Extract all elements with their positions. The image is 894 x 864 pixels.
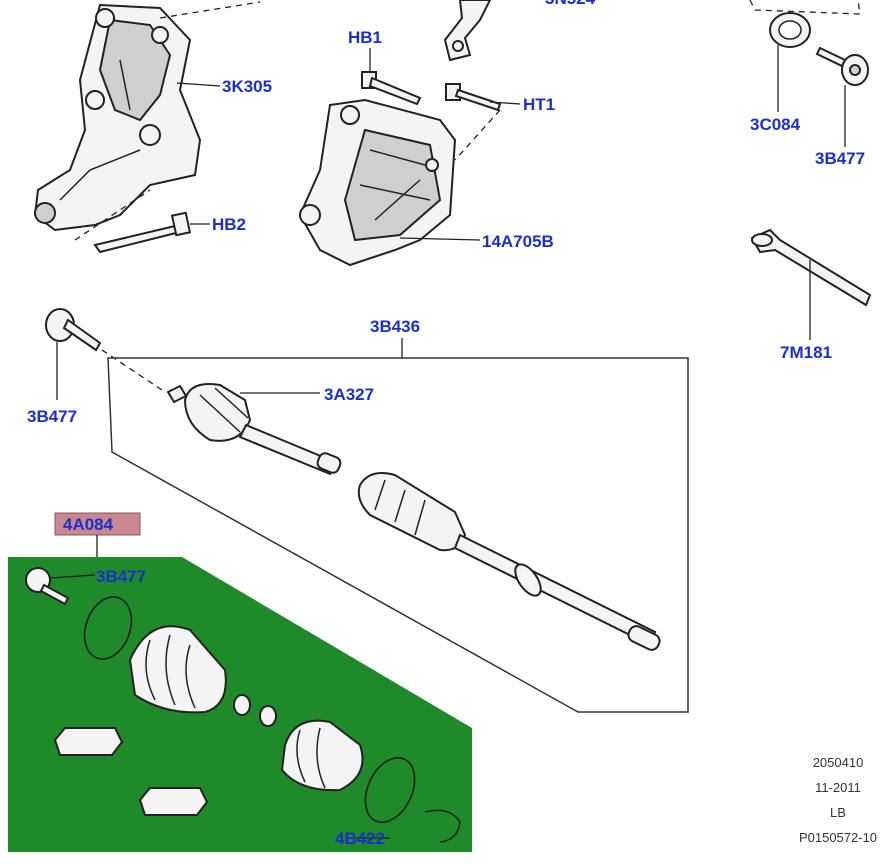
label-3b477-top: 3B477	[815, 149, 865, 168]
kit-bolt-part	[25, 567, 70, 606]
label-3a327: 3A327	[324, 385, 374, 404]
label-hb1: HB1	[348, 28, 382, 47]
label-ht1: HT1	[523, 95, 555, 114]
kit-clamp-large-part	[83, 596, 133, 660]
kit-grease-sachet-2-part	[138, 787, 209, 816]
bolt-ht1-part	[445, 83, 502, 161]
cable-tie-7m181-part	[750, 228, 872, 307]
label-3c084: 3C084	[750, 115, 801, 134]
meta-code: 2050410	[813, 755, 864, 770]
meta-region: LB	[830, 805, 846, 820]
halfshaft-inner-joint-part	[357, 472, 661, 651]
kit-grease-sachet-1-part	[53, 727, 124, 756]
meta-ref: P0150572-10	[799, 830, 877, 845]
label-3n524: 3N524	[545, 0, 596, 8]
leader-14a705b	[399, 237, 481, 241]
meta-date: 11-2011	[815, 780, 861, 795]
bolt-hb2-part	[74, 189, 192, 254]
kit-boot-large-part	[128, 625, 227, 714]
label-4a084: 4A084	[63, 515, 114, 534]
washer-box-part	[749, 0, 861, 15]
leader-3k305	[176, 82, 221, 87]
label-3b477-kit: 3B477	[96, 567, 146, 586]
bolt-hb1-part	[361, 71, 422, 106]
leader-kit-bolt	[49, 574, 96, 579]
seal-3c084-part	[769, 12, 811, 48]
label-3b477-left: 3B477	[27, 407, 77, 426]
bolt-3b477-left-part	[45, 308, 166, 393]
gearbox-bracket-part	[298, 98, 457, 267]
label-3b436: 3B436	[370, 317, 420, 336]
kit-clamp-small-part	[364, 757, 461, 843]
kit-boot-small-part	[280, 719, 364, 792]
halfshaft-outer-joint-part	[166, 383, 342, 476]
label-hb2: HB2	[212, 215, 246, 234]
engine-mount-bracket-part	[33, 1, 261, 232]
label-7m181: 7M181	[780, 343, 832, 362]
label-3k305: 3K305	[222, 77, 272, 96]
bracket-3n524-part	[443, 0, 492, 62]
label-14a705b: 14A705B	[482, 232, 554, 251]
bolt-3b477-top-part	[815, 46, 869, 86]
leader-ht1	[489, 101, 521, 105]
kit-ring-small-part	[233, 694, 277, 727]
label-4b422-kit: 4B422	[335, 829, 385, 848]
halfshaft-assembly-outline	[107, 357, 689, 713]
